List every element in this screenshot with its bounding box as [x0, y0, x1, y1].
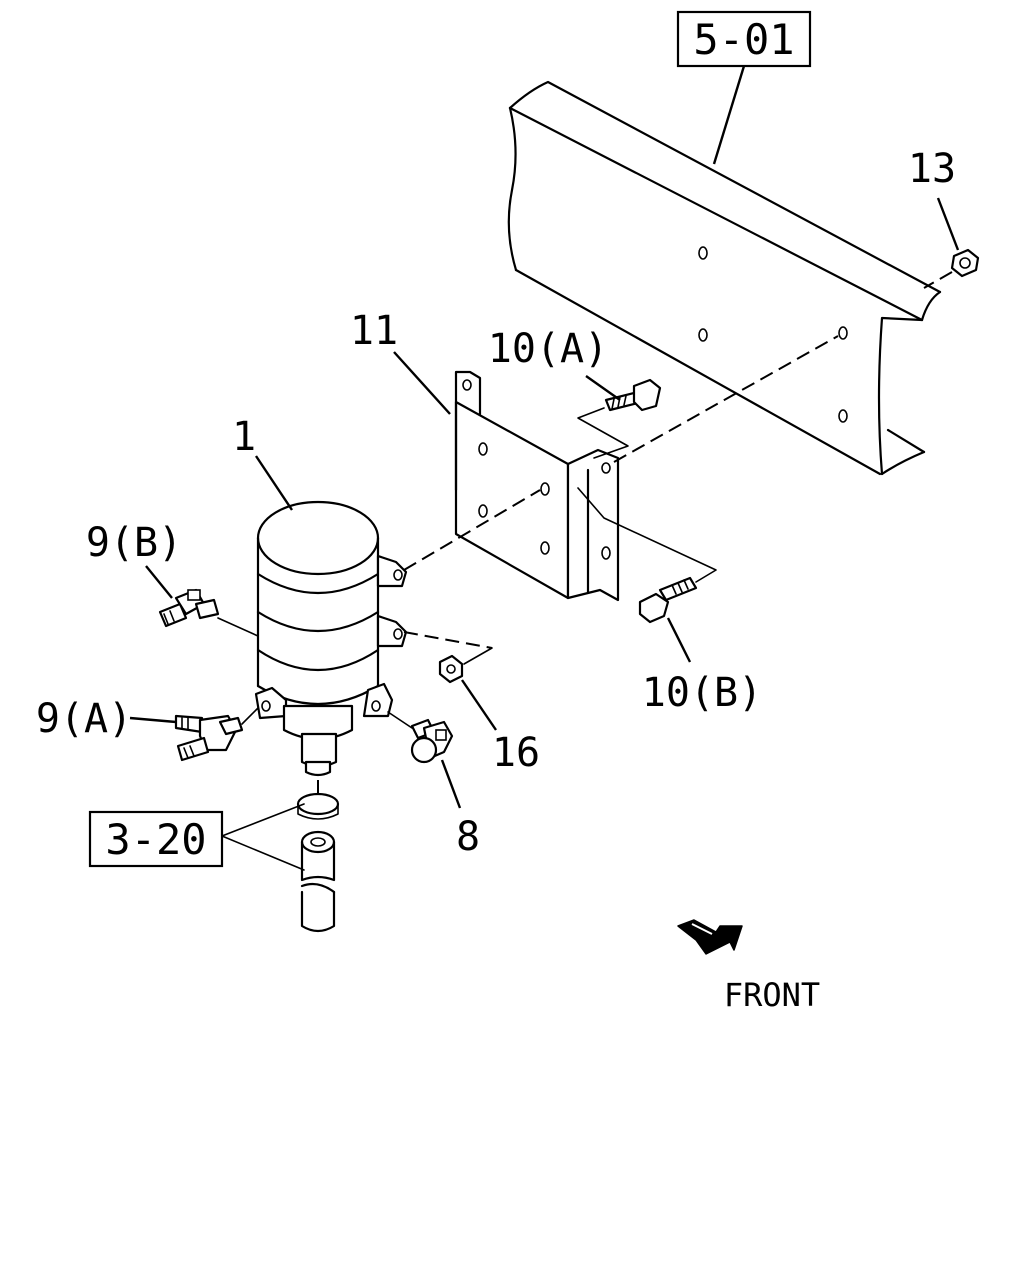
nut-16: [438, 654, 464, 684]
callout-9b: 9(B): [86, 520, 182, 566]
front-arrow-icon: [677, 919, 743, 955]
callout-13: 13: [908, 146, 956, 192]
hose-clamp: [296, 780, 340, 933]
bolt-10b: [638, 576, 698, 624]
callout-16: 16: [492, 730, 540, 776]
elbow-8: [410, 718, 454, 764]
callout-11: 11: [350, 308, 398, 354]
callout-8: 8: [456, 814, 480, 860]
front-label: FRONT: [724, 976, 820, 1014]
fitting-9a: [174, 714, 244, 762]
frame-rail: [507, 80, 942, 476]
callout-9a: 9(A): [36, 696, 132, 742]
callout-10a: 10(A): [488, 326, 608, 372]
fitting-9b: [158, 588, 220, 628]
frame-ref-label: 5-01: [693, 15, 794, 64]
filter-1: [254, 500, 408, 777]
hose-ref-label: 3-20: [105, 815, 206, 864]
callout-10b: 10(B): [642, 670, 762, 716]
nut-13: [950, 248, 980, 278]
bolt-10a: [604, 378, 662, 412]
bracket-11: [454, 370, 620, 602]
callout-1: 1: [232, 414, 256, 460]
frame-ref-box: 5-01: [676, 10, 812, 68]
hose-ref-box: 3-20: [88, 810, 224, 868]
